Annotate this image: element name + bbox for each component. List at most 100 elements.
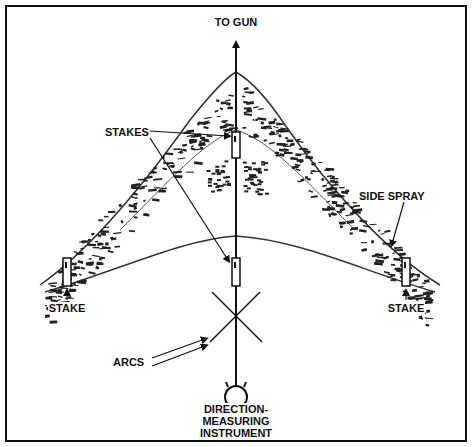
speckle — [374, 262, 383, 266]
speckle — [129, 211, 137, 213]
speckle — [339, 221, 346, 224]
speckle — [372, 254, 379, 257]
speckle — [415, 295, 424, 296]
speckle — [91, 233, 94, 236]
speckle — [386, 256, 389, 259]
speckle — [375, 261, 384, 262]
speckle — [271, 131, 275, 133]
speckle — [378, 230, 380, 232]
speckle — [144, 213, 148, 215]
speckle — [261, 121, 264, 125]
speckle — [352, 211, 361, 212]
speckle — [330, 177, 339, 179]
speckle — [222, 165, 226, 167]
speckle — [58, 289, 62, 291]
speckle — [98, 219, 103, 221]
speckle — [76, 252, 84, 256]
speckle — [95, 241, 98, 243]
speckle — [335, 182, 338, 183]
speckle — [350, 232, 353, 235]
speckle — [154, 167, 157, 170]
speckle — [220, 185, 224, 187]
speckle — [391, 264, 395, 266]
speckle — [144, 178, 146, 181]
speckle — [50, 320, 58, 323]
speckle — [276, 123, 281, 125]
speckle — [255, 191, 259, 193]
speckle — [183, 150, 187, 151]
speckle — [73, 282, 75, 285]
speckle — [69, 290, 76, 292]
speckle — [287, 140, 290, 143]
speckle — [74, 266, 81, 269]
speckle — [131, 196, 135, 198]
speckle — [246, 103, 254, 104]
speckle — [190, 139, 197, 142]
speckle — [160, 188, 167, 189]
speckle — [256, 169, 260, 171]
frame — [6, 6, 466, 441]
speckle — [208, 179, 212, 181]
speckle — [251, 183, 255, 185]
speckle — [200, 147, 203, 150]
speckle — [224, 160, 228, 162]
speckle — [271, 134, 279, 135]
speckle — [315, 171, 321, 172]
speckle — [221, 102, 227, 105]
speckle — [215, 169, 219, 171]
speckle — [394, 249, 403, 251]
speckle — [174, 149, 180, 151]
speckle — [221, 170, 225, 172]
instrument-ears — [226, 382, 246, 387]
speckle — [71, 263, 76, 266]
speckle — [193, 136, 201, 137]
speckle — [248, 167, 252, 169]
speckle — [258, 117, 267, 120]
speckle — [332, 175, 335, 179]
speckle — [409, 298, 415, 300]
speckle — [257, 119, 266, 120]
speckle — [327, 175, 332, 177]
speckle — [87, 244, 96, 247]
speckle — [220, 126, 227, 127]
speckle — [252, 162, 256, 164]
speckle — [258, 183, 262, 185]
speckle — [244, 88, 249, 89]
speckle — [100, 257, 105, 260]
speckle — [208, 178, 212, 180]
speckle — [74, 251, 77, 253]
speckle — [254, 176, 258, 178]
speckle — [244, 170, 248, 172]
speckle — [80, 280, 86, 283]
stake — [232, 132, 240, 158]
speckle — [191, 149, 196, 150]
speckle — [215, 111, 219, 112]
speckle — [290, 157, 298, 160]
speckle — [280, 129, 284, 131]
speckle — [51, 285, 56, 287]
speckle — [332, 196, 338, 197]
speckle — [276, 155, 284, 156]
speckle — [229, 94, 234, 96]
speckle — [371, 240, 374, 244]
speckle — [98, 235, 101, 236]
speckle — [331, 184, 339, 185]
speckle — [383, 243, 391, 245]
speckle — [227, 106, 233, 109]
speckle — [92, 255, 99, 256]
speckle — [200, 141, 202, 142]
speckle — [264, 139, 267, 142]
speckle — [343, 202, 349, 205]
speckle — [89, 265, 92, 266]
speckle — [80, 248, 83, 249]
speckle — [99, 248, 106, 250]
speckle — [220, 108, 223, 109]
speckle — [243, 162, 247, 164]
speckle — [311, 173, 313, 174]
speckle — [390, 274, 395, 277]
speckle — [257, 179, 261, 181]
speckle — [261, 161, 265, 163]
speckle — [362, 249, 367, 250]
speckle — [311, 195, 318, 198]
speckle — [134, 216, 138, 218]
